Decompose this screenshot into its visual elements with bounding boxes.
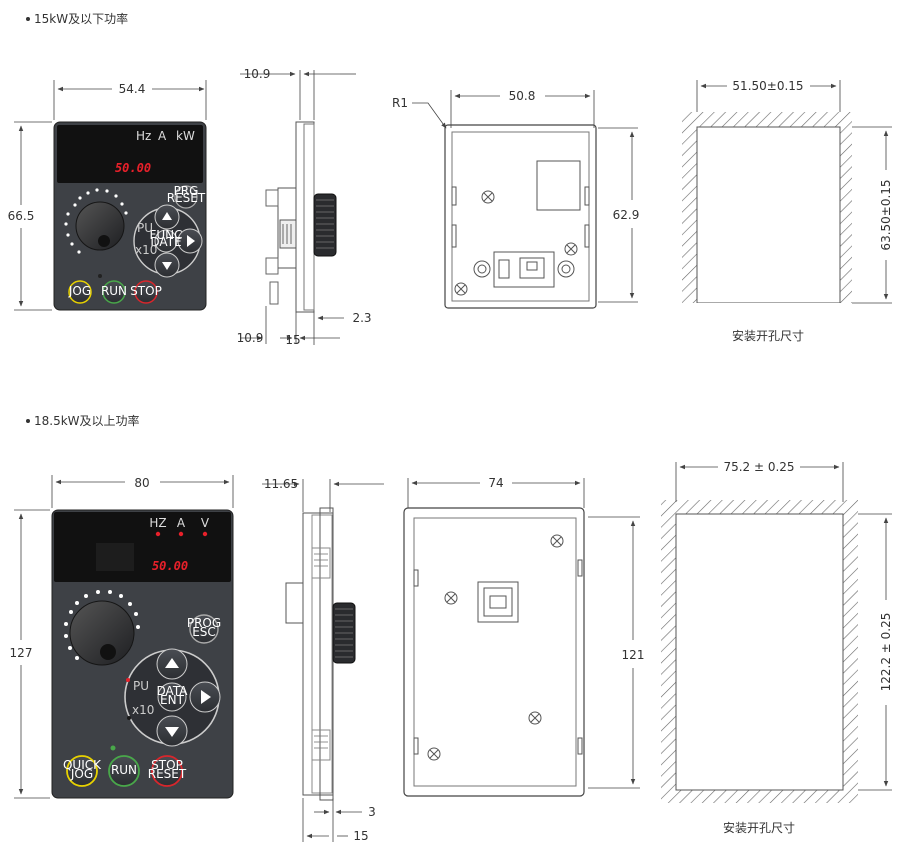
front-panel-large-dims: 80 127 bbox=[10, 475, 234, 799]
display-readout: 50.00 bbox=[115, 161, 151, 175]
side-bottom-dim: 15 bbox=[285, 333, 300, 347]
side-top-dim: 11.65 bbox=[264, 477, 298, 491]
run-label: RUN bbox=[101, 284, 127, 298]
radius-label: R1 bbox=[392, 96, 408, 110]
run-button[interactable] bbox=[102, 280, 126, 304]
jog-button[interactable] bbox=[68, 280, 92, 304]
cutout-caption: 安装开孔尺寸 bbox=[732, 328, 804, 343]
front-height-label: 127 bbox=[10, 646, 33, 660]
x10-label: x10 bbox=[132, 703, 154, 717]
stop-button[interactable] bbox=[134, 280, 158, 304]
potentiometer-knob[interactable] bbox=[69, 600, 135, 666]
stop-label: STOP bbox=[130, 284, 162, 298]
reset-label: RESET bbox=[148, 767, 187, 781]
section-heading: 18.5kW及以上功率 bbox=[34, 413, 140, 428]
back-view-small: 50.8 R1 62.9 bbox=[392, 89, 640, 309]
front-height-label: 66.5 bbox=[8, 209, 35, 223]
display-readout: 50.00 bbox=[152, 559, 188, 573]
down-arrow-icon bbox=[165, 727, 179, 737]
reset-label: RESET bbox=[167, 191, 206, 205]
prog-label: PROG bbox=[187, 616, 221, 630]
jog-label: JOG bbox=[70, 767, 93, 781]
side-bottom-dim: 15 bbox=[353, 829, 368, 843]
unit-hz: Hz bbox=[136, 129, 151, 143]
side-knob bbox=[313, 193, 337, 257]
back-height-label: 62.9 bbox=[613, 208, 640, 222]
pu-label: PU bbox=[137, 221, 153, 235]
front-width-label: 54.4 bbox=[119, 82, 146, 96]
cutout-height-label: 63.50±0.15 bbox=[879, 179, 893, 250]
date-label: DATE bbox=[150, 235, 181, 249]
stop-reset-button[interactable] bbox=[151, 755, 183, 787]
back-width-label: 50.8 bbox=[509, 89, 536, 103]
side-top-dim: 10.9 bbox=[244, 67, 271, 81]
unit-v: V bbox=[201, 516, 210, 530]
back-view-large: 74 121 bbox=[403, 476, 645, 797]
up-arrow-icon bbox=[165, 658, 179, 668]
x10-label: x10 bbox=[135, 243, 157, 257]
unit-a: A bbox=[177, 516, 186, 530]
pu-label: PU bbox=[133, 679, 149, 693]
unit-kw: kW bbox=[176, 129, 195, 143]
unit-a: A bbox=[158, 129, 167, 143]
bullet-icon bbox=[26, 419, 30, 423]
cutout-width-label: 51.50±0.15 bbox=[732, 79, 803, 93]
esc-label: ESC bbox=[192, 625, 216, 639]
front-panel-small-dims: 54.4 66.5 bbox=[8, 80, 207, 311]
unit-hz: HZ bbox=[149, 516, 166, 530]
side-bottom-left-dim: 10.9 bbox=[237, 331, 264, 345]
ent-label: ENT bbox=[160, 693, 185, 707]
back-height-label: 121 bbox=[622, 648, 645, 662]
front-panel-large: HZ A V 50.00 PROG ESC DATA ENT PU x10 bbox=[51, 509, 234, 799]
prg-label: PRG bbox=[174, 184, 199, 198]
side-right-dim: 3 bbox=[368, 805, 376, 819]
back-width-label: 74 bbox=[488, 476, 503, 490]
right-arrow-icon bbox=[187, 235, 195, 247]
stop-label: STOP bbox=[151, 758, 183, 772]
prog-esc-button[interactable] bbox=[189, 614, 219, 644]
cutout-height-label: 122.2 ± 0.25 bbox=[879, 613, 893, 692]
potentiometer-knob[interactable] bbox=[75, 201, 125, 251]
cutout-large: 75.2 ± 0.25 122.2 ± 0.25 安装开孔尺寸 bbox=[661, 460, 893, 835]
jog-label: JOG bbox=[68, 284, 91, 298]
side-view-small: 10.9 10.9 2.3 15 bbox=[237, 67, 372, 347]
func-data-button[interactable] bbox=[154, 229, 178, 253]
right-arrow-icon bbox=[201, 690, 211, 704]
prg-reset-button[interactable] bbox=[174, 185, 198, 209]
front-panel-small: Hz A kW 50.00 PRG RESET FUNC DATE PU x10 bbox=[53, 121, 207, 311]
cutout-caption: 安装开孔尺寸 bbox=[723, 820, 795, 835]
side-right-dim: 2.3 bbox=[352, 311, 371, 325]
data-label: DATA bbox=[157, 684, 189, 698]
func-label: FUNC bbox=[149, 228, 182, 242]
bullet-icon bbox=[26, 17, 30, 21]
quick-jog-button[interactable] bbox=[66, 755, 98, 787]
quick-label: QUICK bbox=[63, 758, 102, 772]
cutout-width-label: 75.2 ± 0.25 bbox=[723, 460, 794, 474]
side-view-large: 11.65 3 15 bbox=[262, 477, 384, 843]
down-arrow-icon bbox=[162, 262, 172, 270]
cutout-small: 51.50±0.15 63.50±0.15 安装开孔尺寸 bbox=[682, 79, 893, 343]
run-button[interactable] bbox=[108, 755, 140, 787]
front-width-label: 80 bbox=[134, 476, 149, 490]
up-arrow-icon bbox=[162, 212, 172, 220]
run-label: RUN bbox=[111, 763, 137, 777]
data-ent-button[interactable] bbox=[157, 682, 187, 712]
section-heading: 15kW及以下功率 bbox=[34, 11, 128, 26]
